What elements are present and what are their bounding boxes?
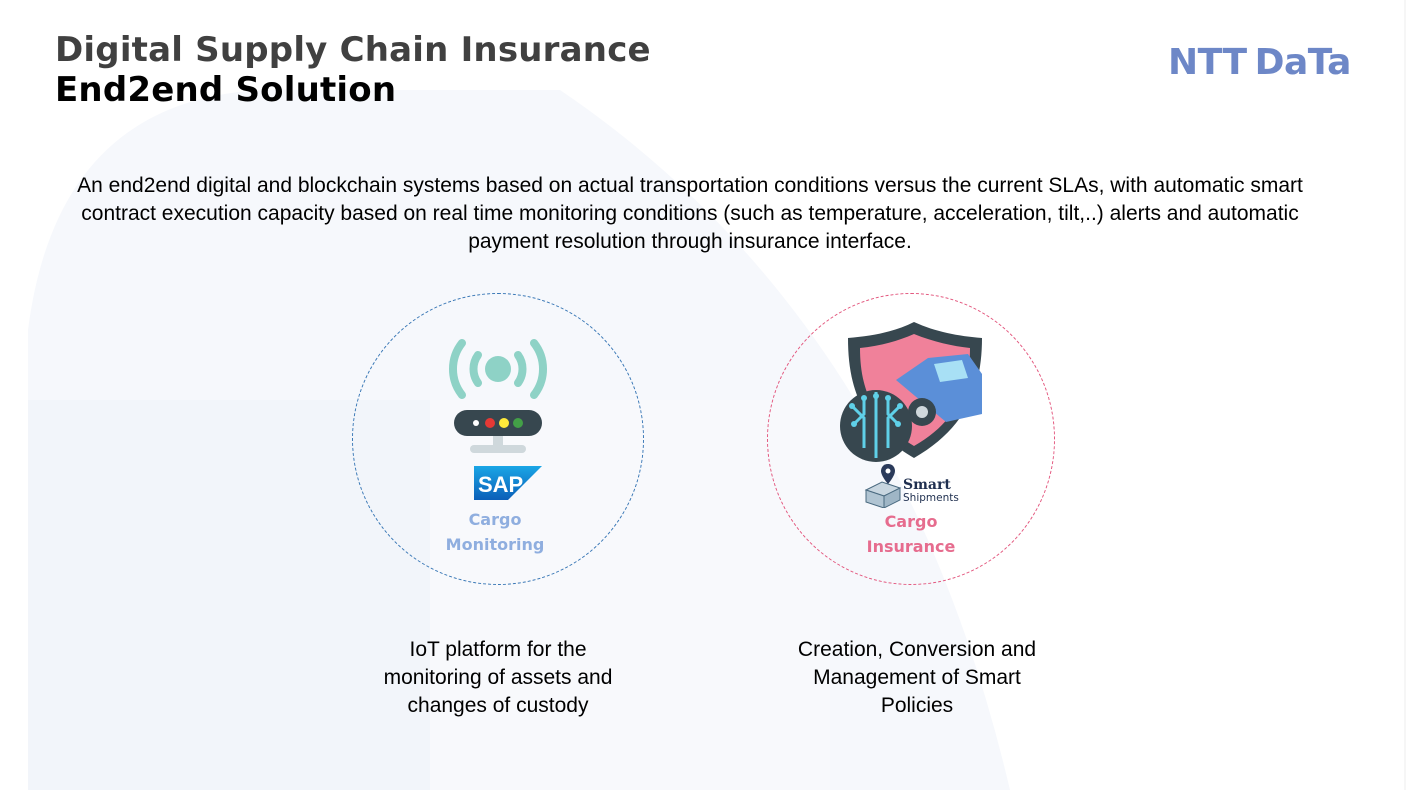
cargo-monitoring-circle xyxy=(352,293,644,585)
smart-shipments-logo-icon xyxy=(864,464,902,508)
cargo-insurance-circle xyxy=(767,293,1055,585)
cargo-insurance-label-line2: Insurance xyxy=(866,537,956,556)
cargo-monitoring-label-line1: Cargo xyxy=(468,510,522,529)
cargo-monitoring-label: Cargo Monitoring xyxy=(420,507,570,557)
smart-shipments-brand-line2: Shipments xyxy=(903,492,959,504)
logo-part-ntt: NTT xyxy=(1168,42,1247,83)
logo-part-data: DaTa xyxy=(1254,42,1352,83)
cargo-insurance-label-line1: Cargo xyxy=(884,512,938,531)
cargo-insurance-label: Cargo Insurance xyxy=(836,509,986,559)
cargo-insurance-description: Creation, Conversion and Management of S… xyxy=(797,638,1037,717)
smart-shipments-brand-line1: Smart xyxy=(903,477,951,493)
sap-logo-icon: SAP xyxy=(474,466,542,500)
cargo-monitoring-label-line2: Monitoring xyxy=(445,535,545,554)
iot-sensor-icon xyxy=(449,339,547,453)
intro-paragraph: An end2end digital and blockchain system… xyxy=(77,174,1303,253)
page-title: Digital Supply Chain Insurance xyxy=(55,30,651,70)
sap-text: SAP xyxy=(478,472,523,497)
shield-truck-icon xyxy=(840,322,982,462)
cargo-monitoring-description: IoT platform for the monitoring of asset… xyxy=(383,638,613,717)
page-subtitle: End2end Solution xyxy=(55,70,397,110)
